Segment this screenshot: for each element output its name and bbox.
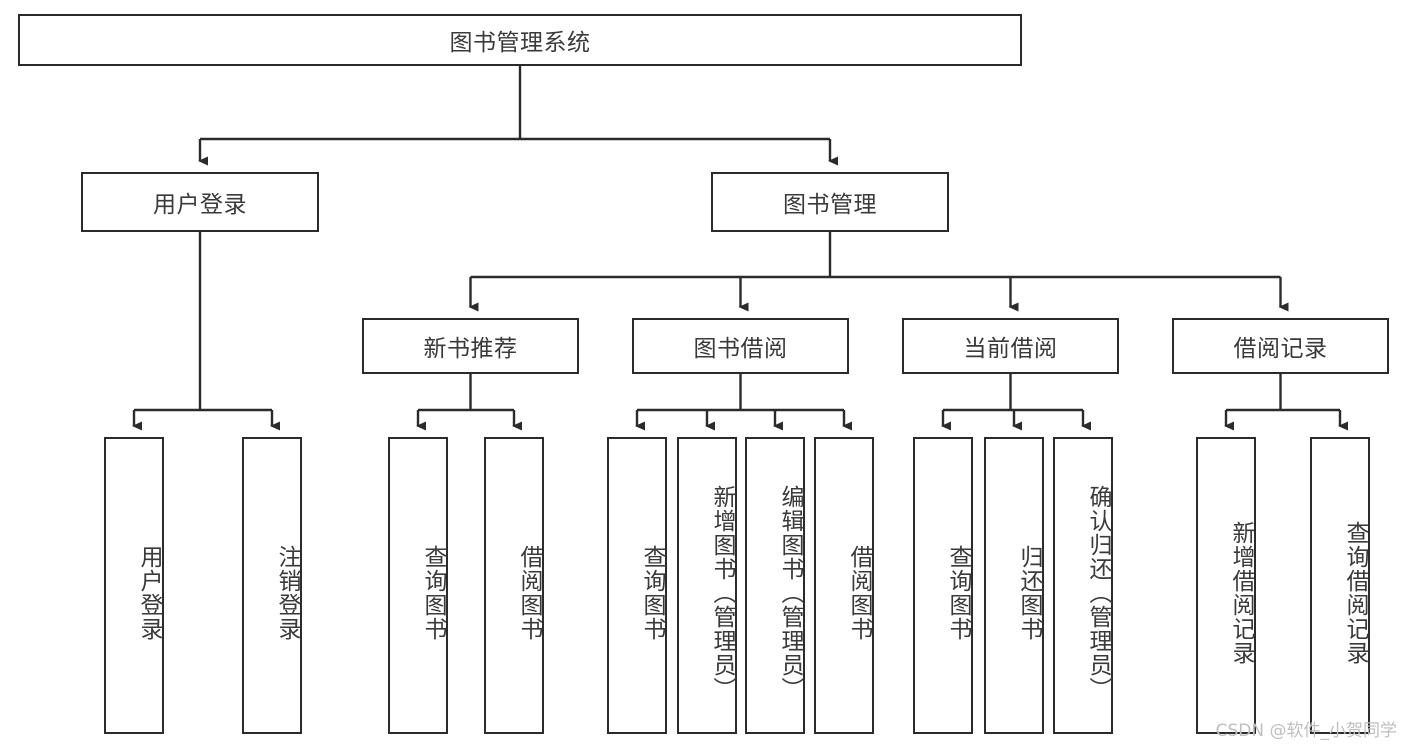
leaf-node-9[interactable]: 查询图书 [913,437,973,734]
node-label: 确认归还（管理员） [1085,484,1111,701]
node-label: 归还图书 [1016,544,1042,641]
node-label: 新增图书（管理员） [709,484,735,701]
leaf-node-13[interactable]: 查询借阅记录 [1310,437,1370,734]
node-label: 借阅记录 [1233,336,1328,362]
node-label: 查询借阅记录 [1342,520,1368,665]
leaf-node-5[interactable]: 查询图书 [607,437,667,734]
root-node-book-management-system[interactable]: 图书管理系统 [18,14,1022,66]
leaf-node-6[interactable]: 新增图书（管理员） [677,437,737,734]
leaf-node-3[interactable]: 查询图书 [388,437,448,734]
node-label: 注销登录 [274,544,300,641]
leaf-node-2[interactable]: 注销登录 [242,437,302,734]
node-label: 借阅图书 [846,544,872,641]
node-label: 查询图书 [945,544,971,641]
node-label: 新书推荐 [423,336,518,362]
node-label: 图书借阅 [693,336,788,362]
level3-node-2[interactable]: 图书借阅 [632,318,849,374]
level3-node-1[interactable]: 新书推荐 [362,318,579,374]
node-label: 查询图书 [420,544,446,641]
leaf-node-4[interactable]: 借阅图书 [484,437,544,734]
node-label: 当前借阅 [963,336,1058,362]
node-label: 查询图书 [639,544,665,641]
node-label: 借阅图书 [516,544,542,641]
node-label: 编辑图书（管理员） [777,484,803,701]
leaf-node-7[interactable]: 编辑图书（管理员） [745,437,805,734]
leaf-node-12[interactable]: 新增借阅记录 [1196,437,1256,734]
leaf-node-11[interactable]: 确认归还（管理员） [1053,437,1113,734]
level2-node-2[interactable]: 图书管理 [711,172,949,232]
node-label: 图书管理 [783,192,877,218]
leaf-node-1[interactable]: 用户登录 [104,437,164,734]
node-label: 新增借阅记录 [1228,520,1254,665]
level3-node-3[interactable]: 当前借阅 [902,318,1119,374]
leaf-node-8[interactable]: 借阅图书 [814,437,874,734]
node-label: 图书管理系统 [449,30,591,56]
node-label: 用户登录 [153,192,247,218]
level2-node-1[interactable]: 用户登录 [81,172,319,232]
leaf-node-10[interactable]: 归还图书 [984,437,1044,734]
node-label: 用户登录 [136,544,162,641]
level3-node-4[interactable]: 借阅记录 [1172,318,1389,374]
